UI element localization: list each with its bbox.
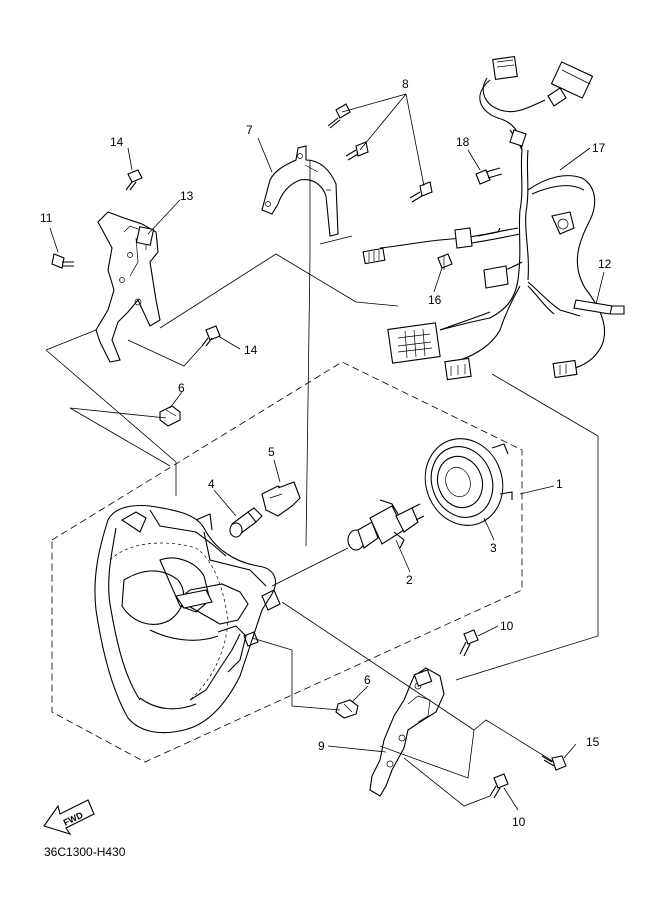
bolt-15 xyxy=(541,755,567,771)
callout-7: 7 xyxy=(246,123,253,137)
bolt-14-lower xyxy=(201,325,221,347)
callout-1: 1 xyxy=(556,477,563,491)
callout-18: 18 xyxy=(456,135,470,149)
bolt-11 xyxy=(51,253,74,269)
callout-6-upper: 6 xyxy=(178,381,185,395)
wire-harness xyxy=(362,55,625,381)
leader-lines xyxy=(45,93,605,811)
callout-14-lower: 14 xyxy=(244,343,258,357)
bulb-cover-3 xyxy=(424,438,513,526)
callout-5: 5 xyxy=(268,445,275,459)
callout-10-upper: 10 xyxy=(500,619,514,633)
headlight-housing xyxy=(94,504,281,734)
callout-10-lower: 10 xyxy=(512,815,526,829)
left-stay-13 xyxy=(95,211,161,363)
callout-4: 4 xyxy=(208,477,215,491)
fwd-arrow-icon: FWD xyxy=(43,799,95,835)
callout-9: 9 xyxy=(318,739,325,753)
callout-17: 17 xyxy=(592,141,606,155)
headlight-bulb-2 xyxy=(347,499,425,551)
lower-stay-9 xyxy=(369,667,445,797)
callouts: 8 7 14 18 17 13 11 12 16 14 6 5 4 1 3 2 … xyxy=(40,77,612,829)
callout-2: 2 xyxy=(406,573,413,587)
headlight-assembly-boundary xyxy=(51,361,523,763)
clamp-16 xyxy=(437,253,453,270)
nut-6-lower xyxy=(335,699,359,719)
callout-8: 8 xyxy=(402,77,409,91)
callout-3: 3 xyxy=(490,541,497,555)
callout-16: 16 xyxy=(428,293,442,307)
callout-13: 13 xyxy=(180,189,194,203)
position-bulb-4 xyxy=(229,507,263,538)
nut-6-upper xyxy=(159,405,181,427)
bolt-14-upper xyxy=(125,169,143,191)
upper-bracket xyxy=(261,145,339,237)
callout-6-lower: 6 xyxy=(364,673,371,687)
bolt-10-lower xyxy=(489,773,509,799)
callout-12: 12 xyxy=(598,257,612,271)
bolt-set-8 xyxy=(327,103,433,203)
bolt-10-upper xyxy=(459,629,479,657)
callout-15: 15 xyxy=(586,735,600,749)
callout-14-upper: 14 xyxy=(110,135,124,149)
bolt-18 xyxy=(475,167,503,185)
diagram-code: 36C1300-H430 xyxy=(44,845,126,859)
callout-11: 11 xyxy=(40,211,53,225)
position-socket-5 xyxy=(261,481,301,517)
